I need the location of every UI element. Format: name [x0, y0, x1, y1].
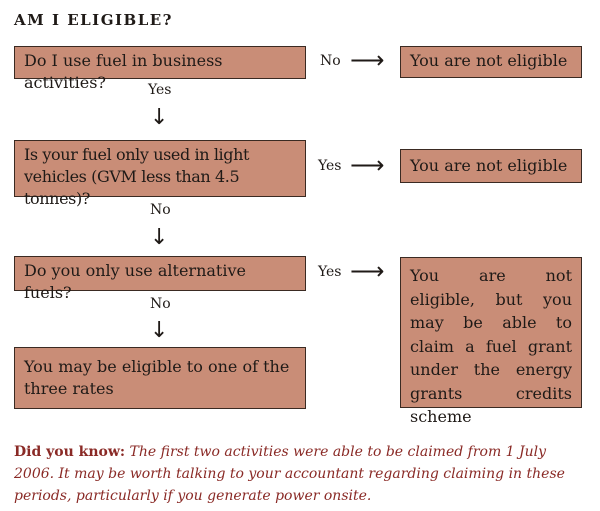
result-box-fuel-grant: You are not eligible, but you may be abl… [400, 257, 582, 426]
question-text: Is your fuel only used in light vehicles… [24, 145, 250, 208]
result-text: You may be eligible to one of the three … [24, 357, 290, 398]
question-box-alternative-fuels: Do you only use alternative fuels? [14, 256, 306, 302]
right-arrow-icon: ⟶ [350, 46, 385, 74]
right-arrow-icon: ⟶ [350, 257, 385, 285]
result-box-not-eligible: You are not eligible [400, 149, 582, 183]
page-title: AM I ELIGIBLE? [14, 11, 173, 29]
branch-label-no: No [150, 296, 171, 312]
question-text: Do you only use alternative fuels? [24, 261, 246, 302]
branch-label-yes: Yes [318, 264, 342, 280]
down-arrow-icon: ↓ [150, 318, 169, 343]
note-heading: Did you know: [14, 444, 126, 460]
branch-label-no: No [150, 202, 171, 218]
note-text: The first two activities were able to be… [14, 444, 565, 504]
down-arrow-icon: ↓ [150, 105, 169, 130]
right-arrow-icon: ⟶ [350, 151, 385, 179]
result-text: You are not eligible [410, 51, 568, 70]
branch-label-yes: Yes [148, 82, 172, 98]
did-you-know-note: Did you know: The first two activities w… [14, 441, 590, 507]
result-text: You are not eligible, but you may be abl… [410, 266, 572, 426]
question-box-light-vehicles: Is your fuel only used in light vehicles… [14, 140, 306, 208]
question-text: Do I use fuel in business activities? [24, 51, 223, 92]
result-box-not-eligible: You are not eligible [400, 46, 582, 78]
result-box-may-be-eligible: You may be eligible to one of the three … [14, 347, 306, 409]
branch-label-no: No [320, 53, 341, 69]
result-text: You are not eligible [410, 156, 568, 175]
question-box-business-use: Do I use fuel in business activities? [14, 46, 306, 92]
down-arrow-icon: ↓ [150, 225, 169, 250]
branch-label-yes: Yes [318, 158, 342, 174]
